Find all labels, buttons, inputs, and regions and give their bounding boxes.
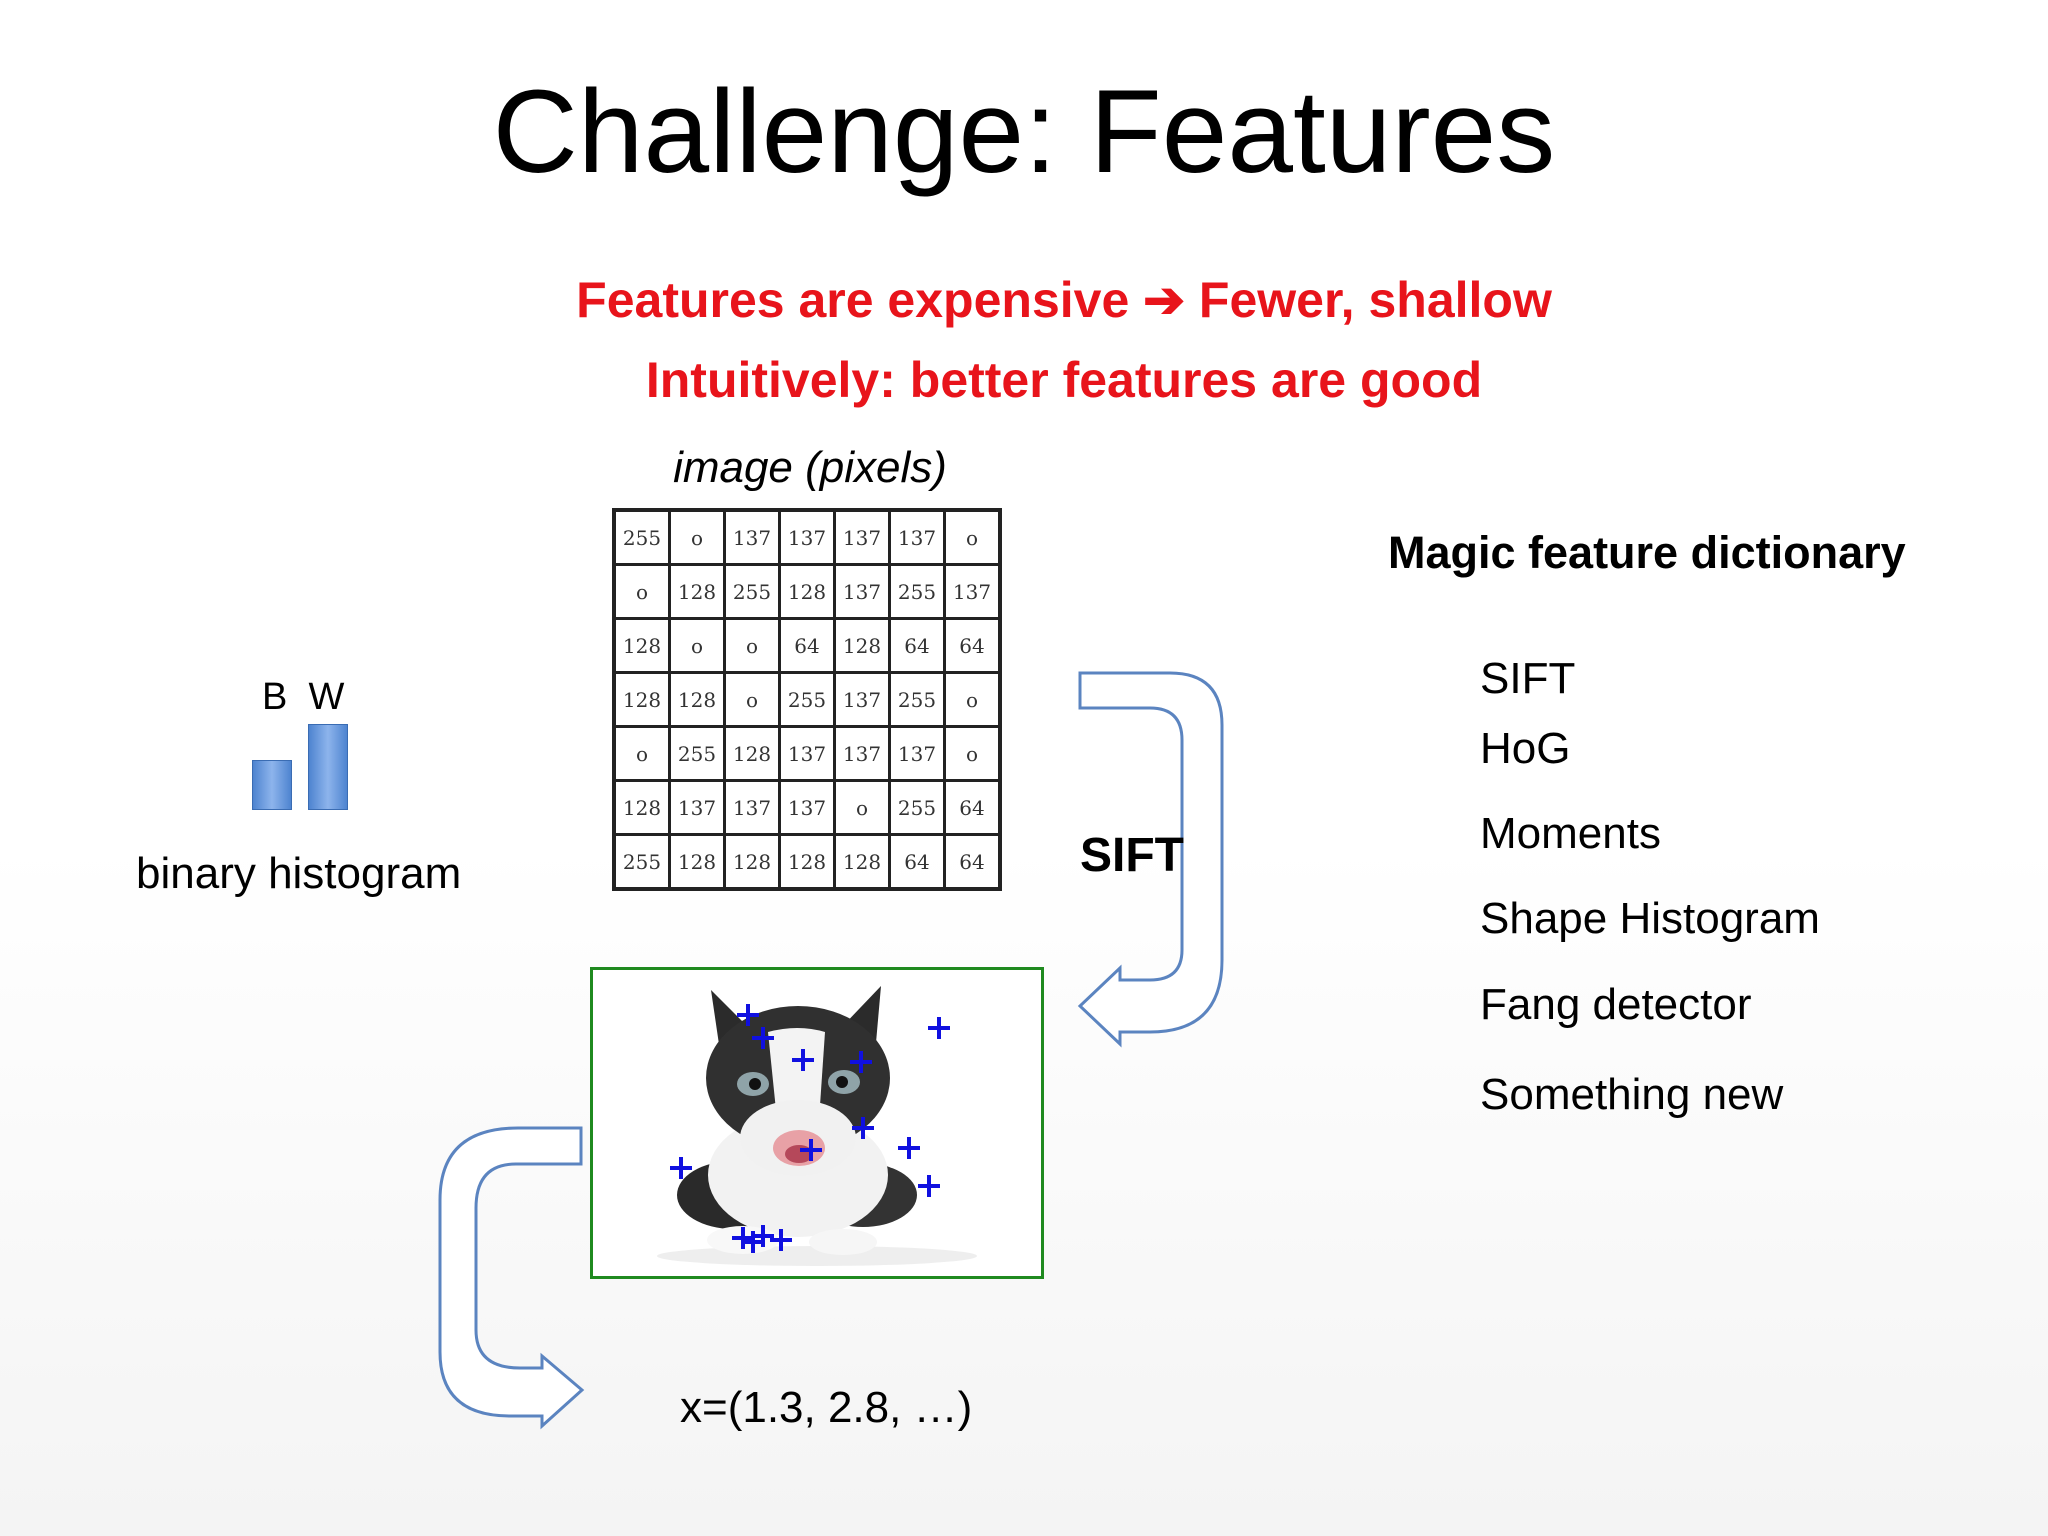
pixel-cell: 255 [888,563,946,620]
pixel-cell: 128 [778,563,836,620]
keypoint-plus-icon [737,1004,759,1026]
pixel-cell: o [668,617,726,674]
pixel-cell: o [943,725,1002,782]
pixel-cell: 128 [778,833,836,891]
keypoint-plus-icon [770,1229,792,1251]
pixel-cell: 255 [612,508,671,566]
pixel-cell: 255 [612,833,671,891]
pixel-cell: 137 [723,508,781,566]
keypoint-plus-icon [918,1175,940,1197]
histogram-bar-labels: B W [262,676,345,718]
kitten-image [590,967,1044,1279]
pixel-cell: 64 [888,617,946,674]
dictionary-item-moments: Moments [1480,809,1661,858]
slide-title: Challenge: Features [492,66,1556,198]
pixel-cell: o [612,563,671,620]
pixel-cell: 128 [612,617,671,674]
pixel-cell: 137 [668,779,726,836]
dictionary-item-hog: HoG [1480,724,1571,773]
keypoint-plus-icon [742,1231,764,1253]
subtitle-line-1: Features are expensive ➔ Fewer, shallow [576,272,1552,328]
pixel-cell: 255 [723,563,781,620]
pixel-cell: o [943,671,1002,728]
pixel-cell: 137 [888,508,946,566]
pixel-cell: o [612,725,671,782]
pixel-cell: 137 [833,671,891,728]
pixel-cell: 128 [833,833,891,891]
histogram-bar-w [308,724,348,810]
pixel-cell: 128 [612,671,671,728]
pixel-grid-label: image (pixels) [673,443,947,492]
pixel-cell: 128 [668,671,726,728]
pixel-cell: 137 [778,779,836,836]
pixel-cell: 255 [888,671,946,728]
pixel-cell: 128 [668,563,726,620]
pixel-cell: 137 [943,563,1002,620]
pixel-cell: 255 [888,779,946,836]
pixel-cell: 64 [943,617,1002,674]
keypoint-plus-icon [792,1049,814,1071]
pixel-cell: 137 [778,508,836,566]
histogram-caption: binary histogram [136,849,462,898]
pixel-cell: 255 [778,671,836,728]
pixel-cell: 137 [888,725,946,782]
keypoint-plus-icon [800,1139,822,1161]
dictionary-item-fang-detector: Fang detector [1480,980,1752,1029]
pixel-cell: o [723,617,781,674]
subtitle-line-2: Intuitively: better features are good [645,352,1483,408]
pixel-cell: 137 [833,563,891,620]
sift-arrow-label: SIFT [1080,829,1184,882]
dictionary-title: Magic feature dictionary [1388,527,1906,578]
pixel-cell: 137 [833,508,891,566]
keypoint-plus-icon [670,1157,692,1179]
histogram-bar-b [252,760,292,810]
pixel-cell: 137 [778,725,836,782]
pixel-cell: 128 [833,617,891,674]
dictionary-item-shape-histogram: Shape Histogram [1480,894,1820,943]
output-arrow-icon [438,1126,585,1430]
sift-arrow-icon [1077,671,1224,1048]
pixel-cell: 128 [723,725,781,782]
pixel-cell: 64 [943,833,1002,891]
pixel-cell: o [723,671,781,728]
pixel-cell: 128 [723,833,781,891]
feature-vector: x=(1.3, 2.8, …) [680,1383,973,1432]
dictionary-item-something-new: Something new [1480,1070,1784,1119]
pixel-cell: 128 [668,833,726,891]
keypoint-plus-icon [852,1117,874,1139]
pixel-cell: 255 [668,725,726,782]
keypoints-layer [670,1004,950,1253]
keypoint-plus-icon [898,1137,920,1159]
pixel-cell: 64 [943,779,1002,836]
keypoint-plus-icon [752,1027,774,1049]
pixel-cell: o [943,508,1002,566]
pixel-cell: 64 [888,833,946,891]
pixel-cell: 137 [833,725,891,782]
dictionary-item-sift: SIFT [1480,654,1576,703]
pixel-cell: 64 [778,617,836,674]
pixel-cell: 128 [612,779,671,836]
keypoint-plus-icon [928,1017,950,1039]
pixel-cell: 137 [723,779,781,836]
keypoint-plus-icon [850,1051,872,1073]
keypoint-plus-icon [732,1227,754,1249]
pixel-cell: o [668,508,726,566]
pixel-cell: o [833,779,891,836]
